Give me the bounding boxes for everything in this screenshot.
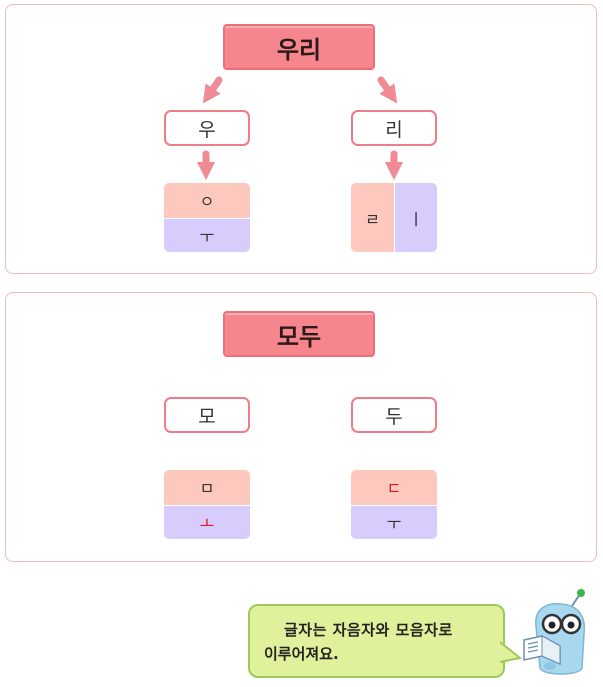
consonant-cell: ㅁ [164, 470, 250, 505]
vowel-cell: ㅜ [164, 217, 250, 252]
bubble-tail [500, 641, 522, 663]
syllable-box-left: 우 [164, 110, 250, 146]
syllable-box-left: 모 [164, 397, 250, 433]
down-arrow-icon [377, 76, 398, 104]
jamo-split-vertical: ㅁ ㅗ [164, 470, 250, 539]
word-box: 모두 [223, 311, 375, 357]
syllable-box-right: 리 [351, 110, 437, 146]
consonant-cell: ㅇ [164, 183, 250, 218]
word-box: 우리 [223, 24, 375, 70]
jamo-split-horizontal: ㄹ ㅣ [351, 183, 437, 252]
vowel-cell: ㅜ [351, 504, 437, 539]
speech-bubble: 글자는 자음자와 모음자로 이루어져요. [248, 604, 505, 678]
vowel-cell-highlighted: ㅗ [164, 504, 250, 539]
bubble-line-2: 이루어져요. [264, 645, 339, 663]
jamo-split-vertical: ㄷ ㅜ [351, 470, 437, 539]
vowel-cell: ㅣ [394, 183, 437, 252]
consonant-cell: ㄹ [351, 183, 394, 252]
down-arrow-icon [202, 76, 223, 104]
reading-robot-icon [523, 589, 586, 675]
syllable-box-right: 두 [351, 397, 437, 433]
bubble-line-1: 글자는 자음자와 모음자로 [284, 621, 453, 639]
jamo-split-vertical: ㅇ ㅜ [164, 183, 250, 252]
consonant-cell-highlighted: ㄷ [351, 470, 437, 505]
